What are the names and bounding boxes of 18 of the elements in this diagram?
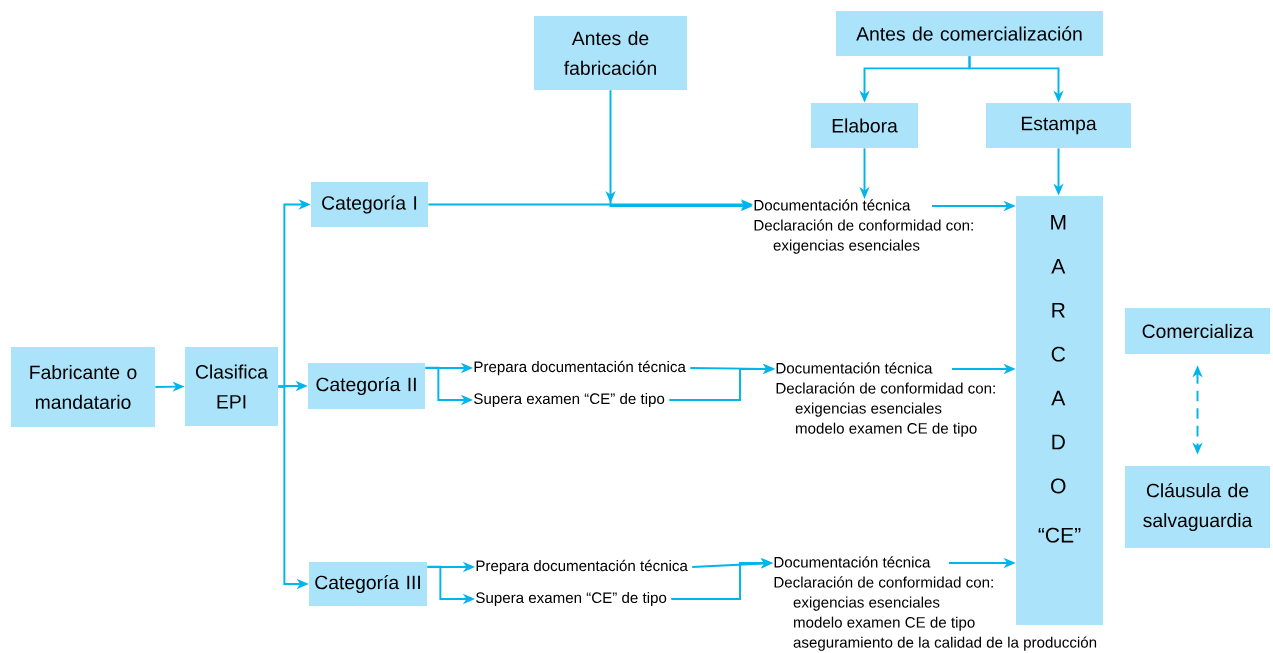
- process-box: Categoría III: [309, 562, 427, 606]
- process-box: Categoría II: [308, 363, 425, 409]
- process-box: Categoría I: [311, 182, 428, 227]
- marking-bar: M A R C A D O “CE”: [1016, 196, 1103, 625]
- note-text: Documentación técnica Declaración de conformidad con: exigencias esenciales: [754, 199, 973, 254]
- process-box: Antes de fabricación: [534, 16, 687, 90]
- process-box: Antes de comercialización: [836, 11, 1103, 56]
- process-box: Fabricante o mandatario: [11, 347, 155, 427]
- step-text: Supera examen “CE” de tipo: [476, 591, 667, 607]
- process-box: Estampa: [986, 103, 1131, 148]
- process-box: Clasifica EPI: [185, 347, 278, 426]
- process-box: Cláusula de salvaguardia: [1125, 466, 1270, 548]
- step-text: Prepara documentación técnica: [476, 559, 688, 575]
- note-text: Documentación técnica Declaración de conformidad con: exigencias esenciales modelo examen CE de tipo: [776, 362, 995, 437]
- process-box: Comercializa: [1125, 308, 1270, 354]
- step-text: Prepara documentación técnica: [474, 360, 686, 376]
- process-box: Elabora: [811, 103, 918, 148]
- step-text: Supera examen “CE” de tipo: [474, 392, 665, 408]
